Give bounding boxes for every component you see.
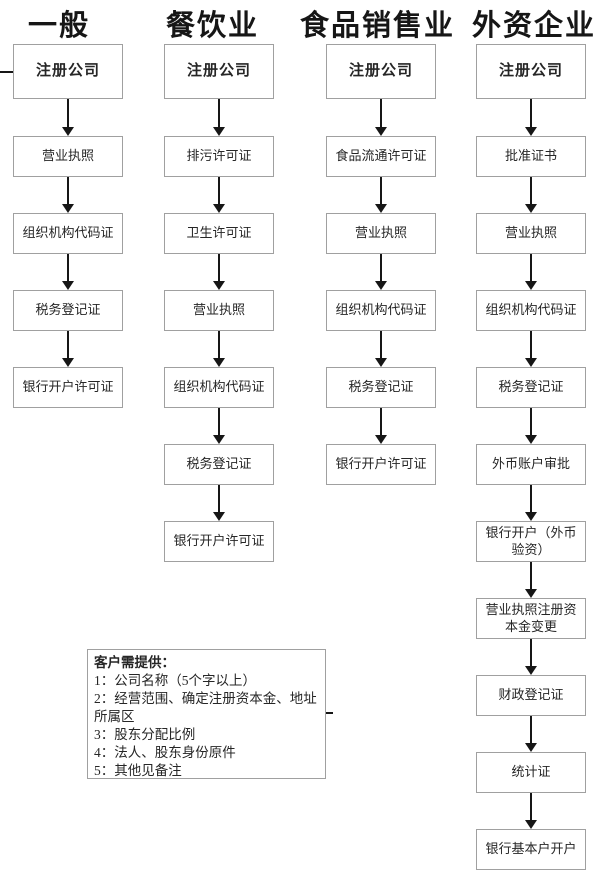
- flow-step-box: 营业执照: [476, 213, 586, 254]
- flow-step-box: 银行开户许可证: [164, 521, 274, 562]
- note-line: 5：其他见备注: [94, 763, 182, 778]
- flow-column-general: 注册公司 营业执照 组织机构代码证 税务登记证 银行开户许可证: [13, 0, 123, 878]
- flow-column-foreign-firm: 注册公司 批准证书 营业执照 组织机构代码证 税务登记证 外币账户审批 银行开户…: [476, 0, 586, 878]
- down-arrow-icon: [164, 408, 274, 444]
- flow-step-box: 批准证书: [476, 136, 586, 177]
- column-title-general: 一般: [28, 10, 91, 42]
- flow-step-box: 组织机构代码证: [13, 213, 123, 254]
- note-line: 1：公司名称（5个字以上）: [94, 673, 256, 688]
- flow-step-box: 财政登记证: [476, 675, 586, 716]
- flow-step-box: 营业执照: [164, 290, 274, 331]
- flow-step-box: 银行开户许可证: [13, 367, 123, 408]
- note-line: 3：股东分配比例: [94, 727, 196, 742]
- flow-step-box: 营业执照: [326, 213, 436, 254]
- note-title: 客户需提供：: [94, 655, 175, 670]
- flow-step-box: 组织机构代码证: [164, 367, 274, 408]
- flow-step-box: 营业执照注册资本金变更: [476, 598, 586, 639]
- flow-start-box: 注册公司: [326, 44, 436, 99]
- flow-step-box: 卫生许可证: [164, 213, 274, 254]
- down-arrow-icon: [13, 99, 123, 136]
- left-edge-connector-line: [0, 71, 13, 73]
- down-arrow-icon: [476, 331, 586, 367]
- down-arrow-icon: [476, 793, 586, 829]
- column-title-foreign-firm: 外资企业: [472, 10, 597, 42]
- down-arrow-icon: [326, 99, 436, 136]
- flow-step-box: 营业执照: [13, 136, 123, 177]
- down-arrow-icon: [164, 99, 274, 136]
- down-arrow-icon: [476, 99, 586, 136]
- down-arrow-icon: [326, 254, 436, 290]
- flow-step-box: 银行开户（外币验资）: [476, 521, 586, 562]
- down-arrow-icon: [476, 562, 586, 598]
- down-arrow-icon: [13, 331, 123, 367]
- down-arrow-icon: [326, 331, 436, 367]
- down-arrow-icon: [476, 408, 586, 444]
- note-box: 客户需提供： 1：公司名称（5个字以上） 2：经营范围、确定注册资本金、地址所属…: [87, 649, 326, 779]
- column-title-catering: 餐饮业: [166, 10, 260, 42]
- flow-step-box: 税务登记证: [164, 444, 274, 485]
- down-arrow-icon: [164, 254, 274, 290]
- flow-step-box: 税务登记证: [476, 367, 586, 408]
- down-arrow-icon: [164, 331, 274, 367]
- flow-start-box: 注册公司: [476, 44, 586, 99]
- flow-column-catering: 注册公司 排污许可证 卫生许可证 营业执照 组织机构代码证 税务登记证 银行开户…: [164, 0, 274, 878]
- flow-step-box: 税务登记证: [13, 290, 123, 331]
- down-arrow-icon: [476, 177, 586, 213]
- down-arrow-icon: [326, 177, 436, 213]
- flow-step-box: 银行开户许可证: [326, 444, 436, 485]
- flow-start-box: 注册公司: [164, 44, 274, 99]
- column-title-food-sales: 食品销售业: [300, 10, 456, 42]
- flow-step-box: 组织机构代码证: [476, 290, 586, 331]
- note-right-tick-line: [326, 712, 333, 714]
- down-arrow-icon: [164, 485, 274, 521]
- down-arrow-icon: [164, 177, 274, 213]
- down-arrow-icon: [476, 716, 586, 752]
- flow-start-box: 注册公司: [13, 44, 123, 99]
- flow-step-box: 食品流通许可证: [326, 136, 436, 177]
- down-arrow-icon: [13, 177, 123, 213]
- flow-step-box: 组织机构代码证: [326, 290, 436, 331]
- flow-step-box: 银行基本户开户: [476, 829, 586, 870]
- down-arrow-icon: [476, 485, 586, 521]
- down-arrow-icon: [13, 254, 123, 290]
- down-arrow-icon: [326, 408, 436, 444]
- flow-step-box: 外币账户审批: [476, 444, 586, 485]
- note-line: 4：法人、股东身份原件: [94, 745, 236, 760]
- flow-step-box: 税务登记证: [326, 367, 436, 408]
- down-arrow-icon: [476, 639, 586, 675]
- flow-step-box: 排污许可证: [164, 136, 274, 177]
- flow-step-box: 统计证: [476, 752, 586, 793]
- flow-column-food-sales: 注册公司 食品流通许可证 营业执照 组织机构代码证 税务登记证 银行开户许可证: [326, 0, 436, 878]
- note-line: 2：经营范围、确定注册资本金、地址所属区: [94, 691, 317, 724]
- down-arrow-icon: [476, 254, 586, 290]
